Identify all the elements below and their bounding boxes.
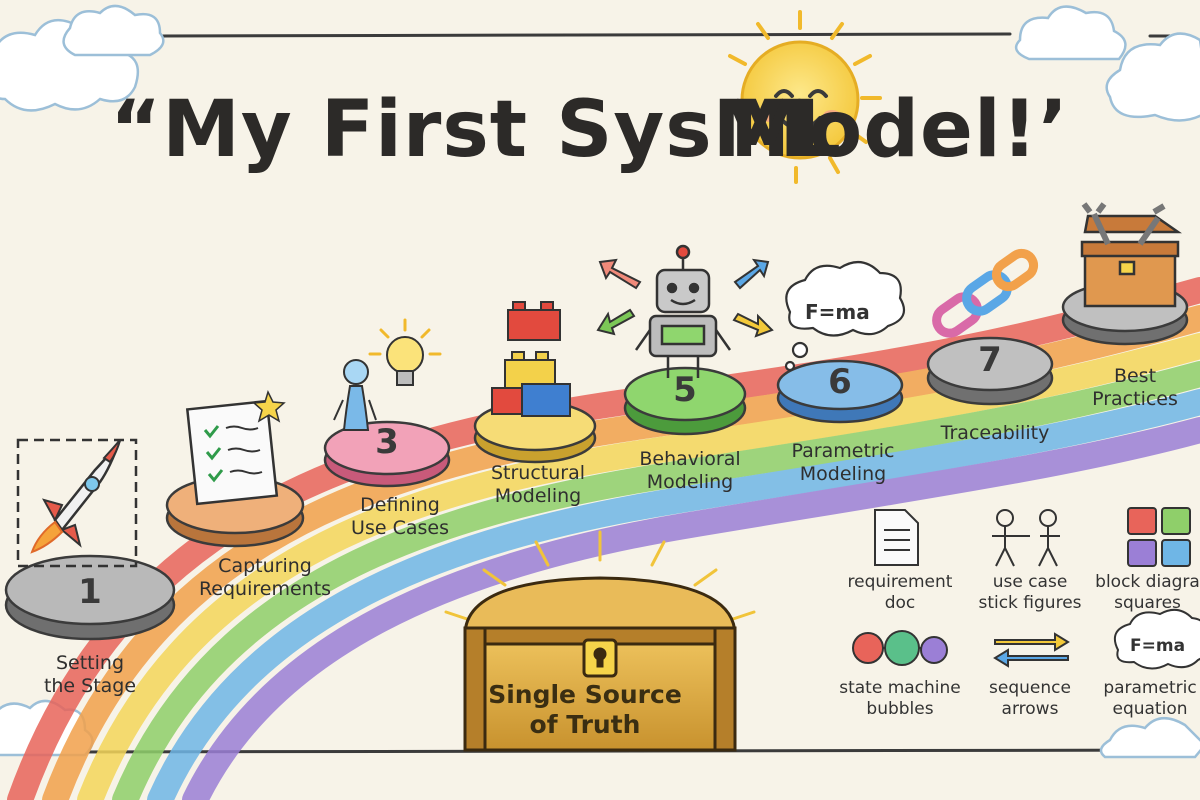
stick-figures-icon xyxy=(992,509,1060,567)
legend-use-case: use case stick figures xyxy=(978,572,1082,613)
chest-label: Single Source of Truth xyxy=(488,680,682,739)
title-part-1: “My First SysML xyxy=(110,85,843,175)
stage-3-label: Defining Use Cases xyxy=(351,494,449,539)
squares-icon xyxy=(1127,507,1191,567)
stick-figure-icon xyxy=(333,359,377,431)
thought-bubble-icon xyxy=(784,261,906,372)
equation-cloud-icon xyxy=(1114,608,1200,670)
stage-1-number: 1 xyxy=(78,572,102,612)
stepping-stones xyxy=(4,281,1189,641)
stage-7-number: 7 xyxy=(978,340,1002,380)
stone-6 xyxy=(776,359,904,424)
stage-2-label: Capturing Requirements xyxy=(198,555,332,600)
stage-6-label: Parametric Modeling xyxy=(791,440,895,485)
arrow-icons xyxy=(596,258,774,338)
legend-parametric: parametric equation xyxy=(1103,678,1197,719)
legend-sequence: sequence arrows xyxy=(989,678,1071,719)
blocks-icon xyxy=(491,301,571,417)
legend-equation: F=ma xyxy=(1130,636,1186,656)
stage-4-label: Structural Modeling xyxy=(490,462,586,507)
stage-3-number: 3 xyxy=(375,422,399,462)
treasure-chest-icon xyxy=(444,530,756,752)
stone-1 xyxy=(4,554,176,641)
lightbulb-icon xyxy=(368,318,442,386)
stone-5 xyxy=(623,366,747,436)
stone-3 xyxy=(323,420,451,488)
bubbles-icon xyxy=(852,630,948,666)
legend-state-machine: state machine bubbles xyxy=(839,678,961,719)
stage-5-number: 5 xyxy=(673,370,697,410)
stage-5-label: Behavioral Modeling xyxy=(639,448,741,493)
title-part-2: Model!’ xyxy=(730,85,1069,175)
legend-block-diagram: block diagra squares xyxy=(1095,572,1200,613)
stone-7 xyxy=(926,336,1054,406)
stage-1-label: Setting the Stage xyxy=(43,652,137,697)
legend-icons xyxy=(852,507,1200,670)
sun-icon xyxy=(728,10,882,184)
page-title: “My First SysML Model!’ xyxy=(110,70,1070,190)
legend-requirement-doc: requirement doc xyxy=(847,572,953,613)
stage-6-number: 6 xyxy=(828,362,852,402)
arrows-icon xyxy=(993,632,1070,668)
rocket-icon xyxy=(16,438,138,568)
checklist-icon xyxy=(185,389,286,506)
toolbox-icon xyxy=(1080,202,1182,308)
stage-8-label: Best Practices xyxy=(1092,365,1178,410)
bubble-equation: F=ma xyxy=(805,300,870,324)
chain-link-icon xyxy=(932,248,1039,338)
robot-icon xyxy=(634,244,732,378)
document-icon xyxy=(874,509,919,566)
stage-7-label: Traceability xyxy=(940,422,1050,444)
